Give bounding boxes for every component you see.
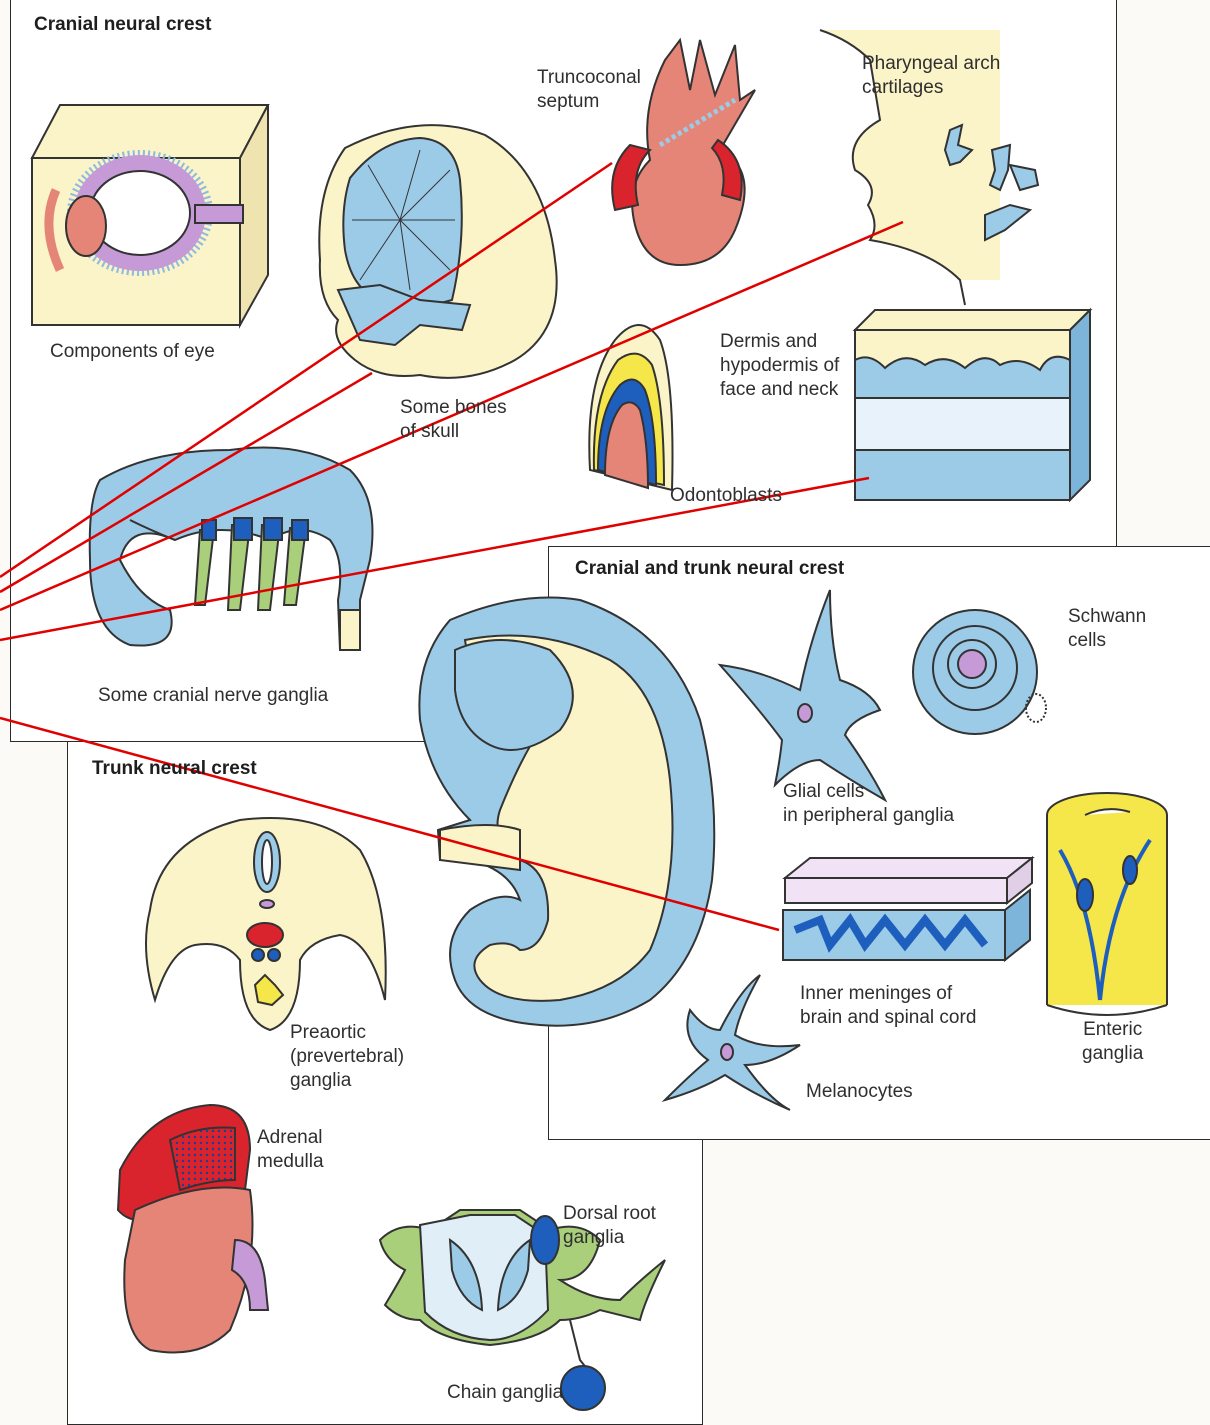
skull-illustration: [319, 125, 556, 378]
preaortic-illustration: [146, 818, 386, 1030]
eye-illustration: [32, 105, 268, 325]
label-chain-ganglia: Chain ganglia: [447, 1381, 563, 1405]
enteric-illustration: [1047, 793, 1167, 1015]
tooth-illustration: [589, 325, 672, 490]
trunk-panel-title: Trunk neural crest: [92, 758, 257, 780]
embryo-illustration: [419, 598, 714, 1026]
label-inner-meninges: Inner meninges of brain and spinal cord: [800, 982, 976, 1030]
label-preaortic-ganglia: Preaortic (prevertebral) ganglia: [290, 1021, 404, 1093]
glial-cell-illustration: [720, 590, 885, 800]
label-cranial-nerve-ganglia: Some cranial nerve ganglia: [98, 684, 328, 708]
adrenal-illustration: [118, 1105, 268, 1353]
label-enteric-ganglia: Enteric ganglia: [1082, 1018, 1143, 1066]
cranial-trunk-panel-title: Cranial and trunk neural crest: [575, 558, 844, 580]
meninges-illustration: [783, 858, 1032, 960]
cranial-ganglia-illustration: [90, 448, 373, 651]
label-odontoblasts: Odontoblasts: [670, 484, 782, 508]
label-dermis: Dermis and hypodermis of face and neck: [720, 330, 839, 402]
cranial-panel-title: Cranial neural crest: [34, 14, 211, 36]
schwann-illustration: [913, 610, 1046, 734]
label-adrenal-medulla: Adrenal medulla: [257, 1126, 324, 1174]
label-components-of-eye: Components of eye: [50, 340, 215, 364]
dermis-illustration: [855, 310, 1090, 500]
label-bones-of-skull: Some bones of skull: [400, 396, 507, 444]
label-melanocytes: Melanocytes: [806, 1080, 913, 1104]
label-truncoconal-septum: Truncoconal septum: [537, 66, 641, 114]
label-glial-cells: Glial cells in peripheral ganglia: [783, 780, 954, 828]
label-dorsal-root-ganglia: Dorsal root ganglia: [563, 1202, 656, 1250]
melanocyte-illustration: [665, 975, 800, 1110]
label-schwann-cells: Schwann cells: [1068, 605, 1146, 653]
label-pharyngeal-arch-cartilages: Pharyngeal arch cartilages: [862, 52, 1000, 100]
